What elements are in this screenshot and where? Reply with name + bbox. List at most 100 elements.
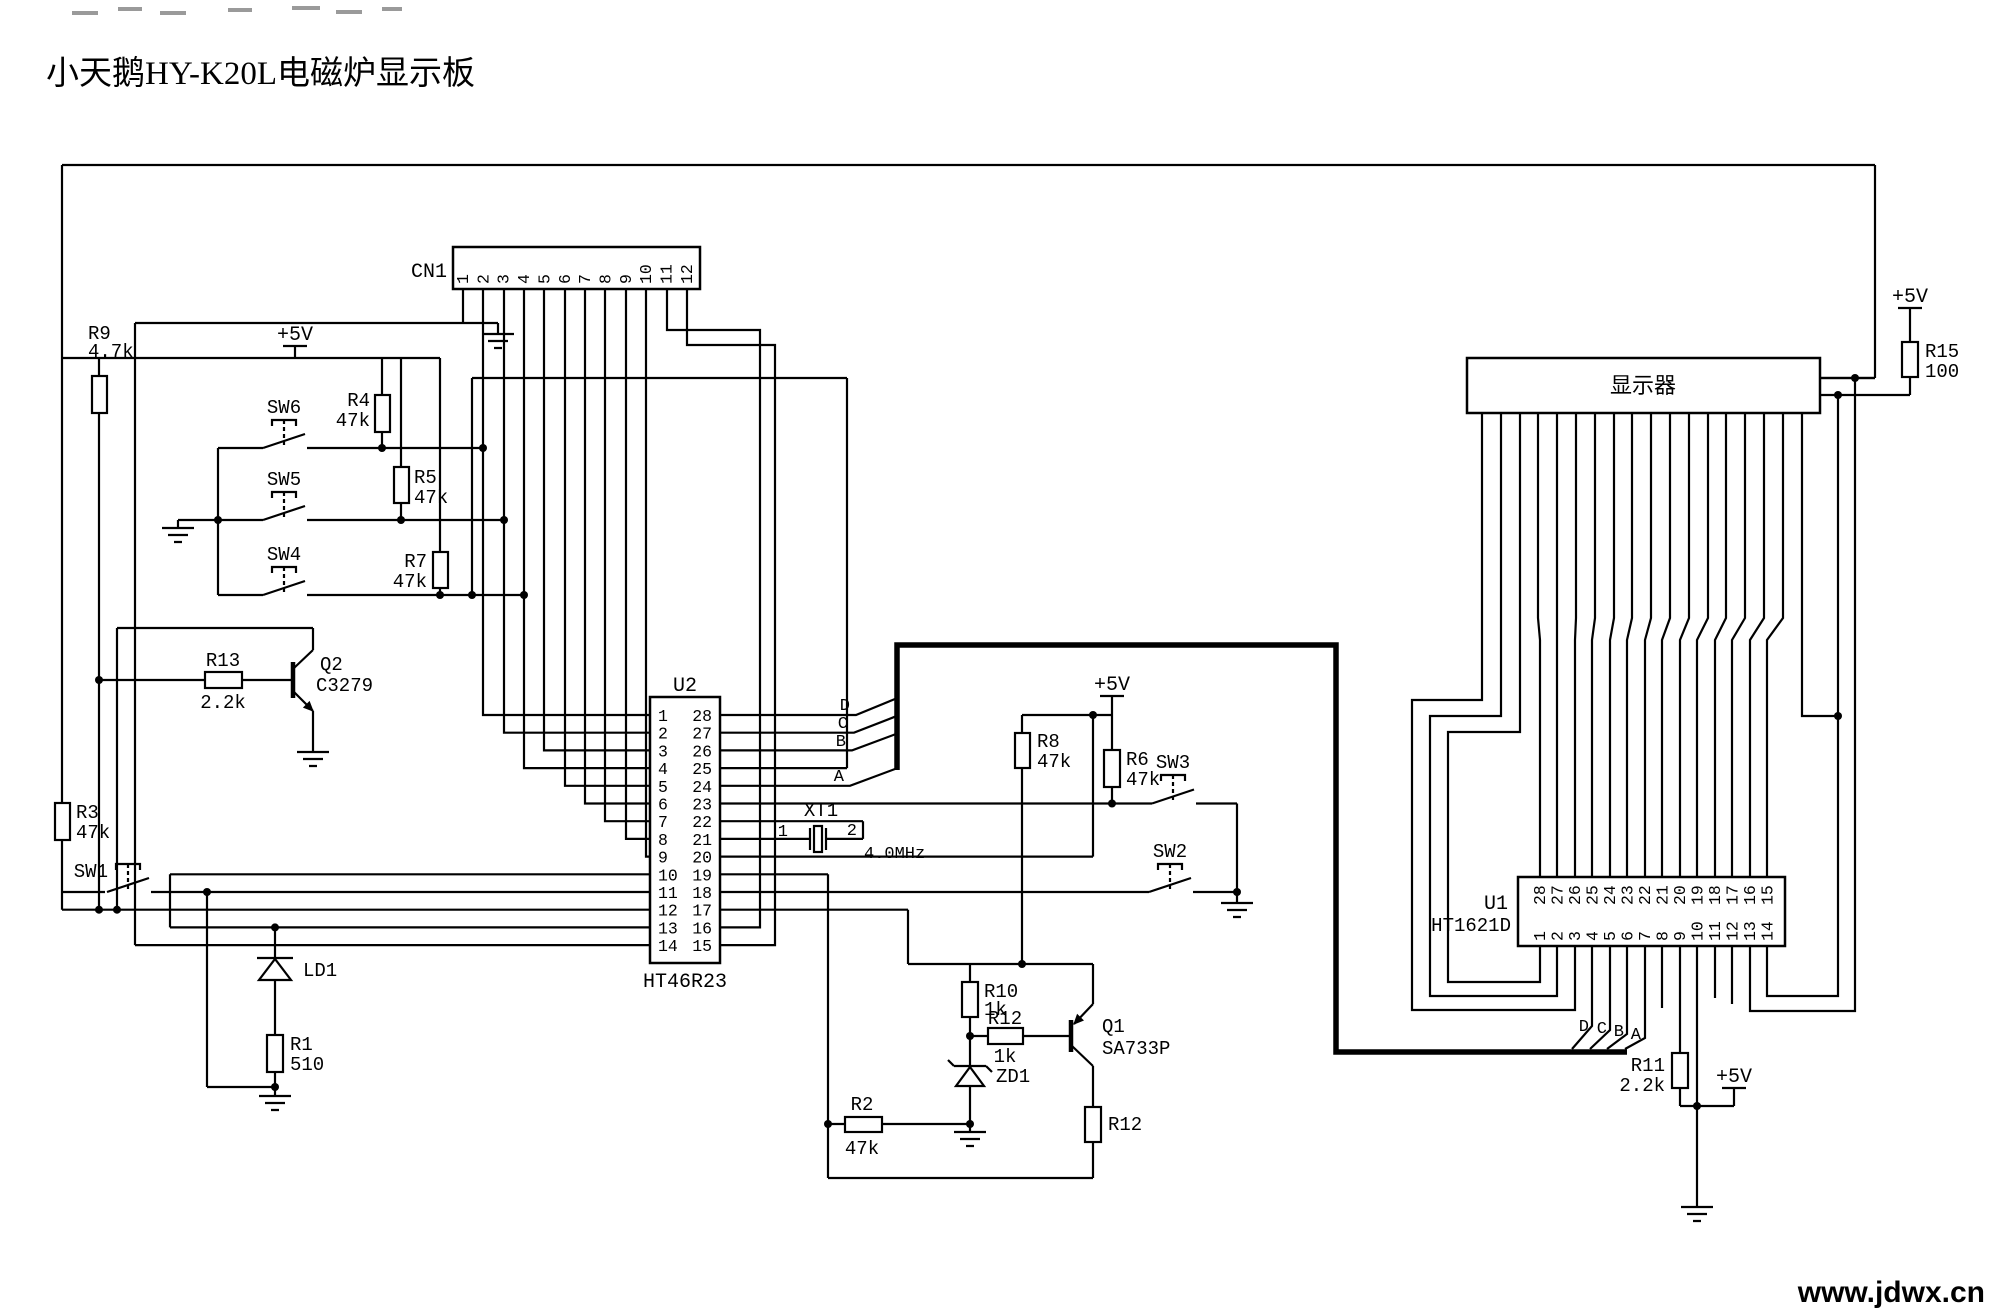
display-box	[1465, 356, 1822, 415]
r15-value: 100	[1925, 361, 1959, 383]
pin-number: 23	[1619, 885, 1638, 905]
xt1-freq: 4.0MHz	[864, 845, 925, 864]
pin-number: 25	[1584, 885, 1603, 905]
resistor-r5	[392, 465, 411, 505]
r6-value: 47k	[1126, 769, 1160, 791]
wire-right-wraps	[1748, 308, 1912, 1013]
pin-number: 8	[658, 831, 668, 850]
u2-part: HT46R23	[643, 971, 727, 994]
bus-tap-d-u1: D	[1579, 1018, 1589, 1037]
pin-number: 3	[495, 274, 514, 284]
pin-number: 17	[1724, 885, 1743, 905]
pin-number: 11	[1706, 921, 1725, 941]
pin-number: 4	[515, 274, 534, 284]
pin-number: 20	[692, 849, 712, 868]
pin-number: 9	[617, 274, 636, 284]
pin-number: 11	[658, 264, 677, 284]
pin-number: 5	[1601, 931, 1620, 941]
resistor-r8	[1013, 731, 1032, 770]
pin-number: 1	[454, 274, 473, 284]
pin-number: 21	[1654, 885, 1673, 905]
q2-ref: Q2	[320, 654, 343, 676]
display-label: 显示器	[1610, 373, 1676, 398]
pin-number: 21	[692, 831, 712, 850]
r1-value: 510	[290, 1054, 324, 1076]
sw3-label: SW3	[1156, 752, 1190, 774]
wire-q1-block	[828, 962, 1095, 1178]
r4-ref: R4	[347, 390, 370, 412]
pin-number: 7	[658, 813, 668, 832]
r5-ref: R5	[414, 467, 437, 489]
cn1-label: CN1	[411, 261, 447, 284]
resistor-r3	[53, 801, 72, 842]
resistor-r7	[431, 550, 450, 590]
xt1-pin1: 1	[778, 823, 788, 842]
pin-number: 13	[1741, 921, 1760, 941]
zd1-label: ZD1	[996, 1066, 1030, 1088]
pin-number: 17	[692, 902, 712, 921]
xt1-pin2: 2	[847, 822, 857, 841]
r3-value: 47k	[76, 822, 110, 844]
watermark: www.jdwx.cn	[1797, 1276, 1985, 1309]
bus-tap-a-u1: A	[1631, 1026, 1642, 1045]
q1-emitter	[1071, 1003, 1094, 1067]
pin-number: 20	[1671, 885, 1690, 905]
r12v-ref: R12	[1108, 1114, 1142, 1136]
r10-ref: R10	[984, 981, 1018, 1003]
crystal-plates	[808, 828, 828, 850]
pin-number: 15	[1759, 885, 1778, 905]
wire-outer	[60, 163, 1877, 910]
r5-value: 47k	[414, 487, 448, 509]
bus-tap-c-u1: C	[1597, 1020, 1607, 1039]
wire-bottom-left	[62, 873, 650, 1096]
wire-pin25-wrap	[470, 376, 849, 770]
pin-number: 14	[1759, 921, 1778, 941]
r8-value: 47k	[1037, 751, 1071, 773]
pin-number: 19	[1689, 885, 1708, 905]
wire-cn1-to-u2	[481, 289, 777, 947]
r6-ref: R6	[1126, 749, 1149, 771]
wire-display-wraps	[1410, 413, 1838, 1012]
pin-number: 5	[658, 778, 668, 797]
r13-value: 2.2k	[200, 692, 246, 714]
pin-number: 9	[658, 849, 668, 868]
bus-tap-d-u2: D	[840, 697, 850, 716]
ld1-diode-triangle	[256, 957, 294, 982]
pin-number: 8	[597, 274, 616, 284]
power-5v-mid: +5V	[1094, 674, 1130, 697]
wire-5v-rail	[62, 346, 440, 910]
pin-number: 18	[1706, 885, 1725, 905]
pin-number: 3	[658, 742, 668, 761]
resistor-r2	[843, 1115, 884, 1134]
pin-number: 7	[1636, 931, 1655, 941]
pin-number: 19	[692, 866, 712, 885]
pin-number: 8	[1654, 931, 1673, 941]
bus-tap-c-u2: C	[838, 715, 848, 734]
pin-number: 2	[658, 725, 668, 744]
pin-number: 24	[1601, 885, 1620, 905]
sw6-label: SW6	[267, 397, 301, 419]
crystal-body	[812, 824, 824, 854]
wire-display-u1	[1536, 413, 1785, 877]
pin-number: 25	[692, 760, 712, 779]
q1-emitter-arrow	[1073, 1013, 1084, 1025]
q1-ref: Q1	[1102, 1016, 1125, 1038]
resistor-r11	[1670, 1051, 1690, 1090]
wire-dcba-u2	[720, 697, 896, 787]
sw1-label: SW1	[74, 861, 108, 883]
pin-number: 15	[692, 937, 712, 956]
pin-number: 12	[1724, 921, 1743, 941]
pin-number: 7	[576, 274, 595, 284]
pin-number: 26	[1566, 885, 1585, 905]
r4-value: 47k	[336, 410, 370, 432]
bus-tap-b-u1: B	[1614, 1023, 1624, 1042]
dcba-bus	[894, 642, 1627, 1055]
pin-number: 12	[678, 264, 697, 284]
page-title: 小天鹅HY-K20L电磁炉显示板	[46, 55, 475, 92]
wire-q2	[99, 626, 315, 910]
r12h-ref: R12	[988, 1008, 1022, 1030]
